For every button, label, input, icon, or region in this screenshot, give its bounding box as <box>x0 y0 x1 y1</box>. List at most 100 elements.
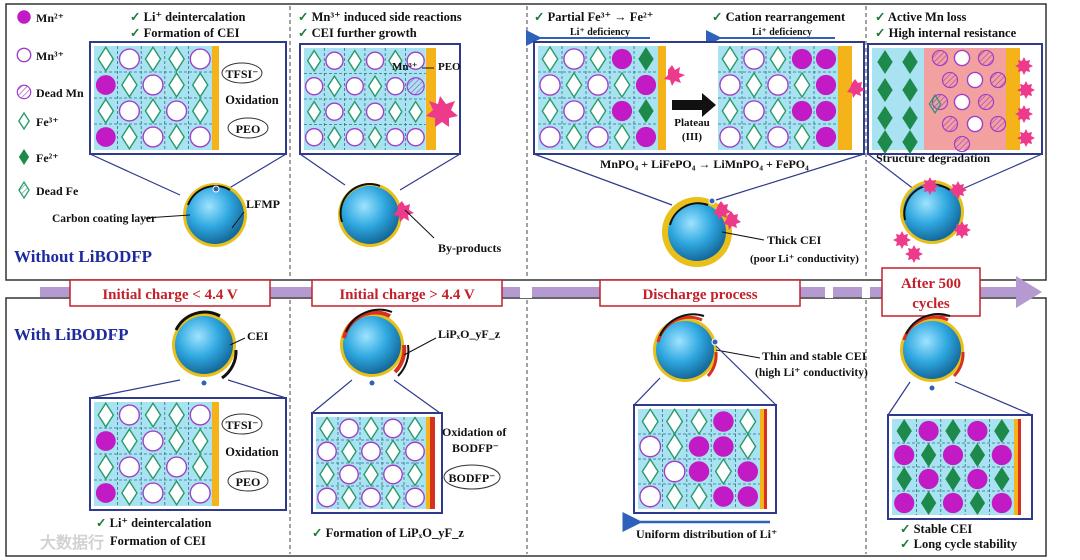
mn2-ion-icon <box>95 75 116 95</box>
mn2-ion-icon <box>611 100 633 122</box>
time-arrow-gap-3 <box>862 286 870 298</box>
fe3-ion-icon <box>121 479 138 507</box>
check-icon: ✓ <box>298 10 312 24</box>
svg-text:Oxidation of: Oxidation of <box>442 425 507 439</box>
fe2-ion-icon <box>877 130 893 154</box>
fe3-ion-icon <box>589 45 607 73</box>
mn2-ion-icon <box>713 411 734 432</box>
svg-text:Structure degradation: Structure degradation <box>876 151 990 165</box>
mn3-ion-icon <box>587 126 609 148</box>
plateau-arrow <box>672 100 704 110</box>
fe3-ion-icon <box>168 71 185 99</box>
bottom-panel-4: ✓ Stable CEI ✓ Long cycle stability <box>887 313 1033 551</box>
mn2-ion-icon <box>942 492 964 514</box>
mn3-ion-icon <box>339 464 359 485</box>
mn3-ion-icon <box>142 430 164 452</box>
mn3-ion-icon <box>345 128 364 147</box>
check-icon: ✓ <box>298 26 312 40</box>
mn3-ion-icon <box>361 441 381 462</box>
svg-text:✓ Formation of LiPₓO_yF_z: ✓ Formation of LiPₓO_yF_z <box>312 526 464 540</box>
fe3-ion-icon <box>721 45 739 73</box>
mn2-ion-icon <box>635 126 657 148</box>
fe3-ion-icon <box>367 74 383 98</box>
stage-label-2: Initial charge > 4.4 V <box>311 279 503 307</box>
fe2-ion-icon <box>969 443 986 467</box>
fe2-ion-icon <box>18 149 30 165</box>
fe3-ion-icon <box>407 416 423 441</box>
mn3-ion-icon <box>563 48 585 70</box>
mn2-ion-icon <box>791 100 813 122</box>
mn2-ion-icon <box>95 483 116 503</box>
check-icon: ✓ <box>130 10 144 24</box>
check-icon: ✓ <box>900 537 914 551</box>
fe3-ion-icon <box>739 433 757 460</box>
mn2-ion-icon <box>95 431 116 451</box>
fe3-ion-icon <box>388 100 403 124</box>
burst-icon <box>1017 129 1035 147</box>
mn2-ion-icon <box>991 444 1012 466</box>
mn3-ion-icon <box>639 485 662 508</box>
svg-text:PEO: PEO <box>236 122 261 136</box>
fe3-ion-icon <box>191 97 209 125</box>
fe3-ion-icon <box>306 49 322 73</box>
fe3-ion-icon <box>97 401 115 429</box>
fe3-ion-icon <box>613 71 631 99</box>
fe3-ion-icon <box>191 427 209 455</box>
check-icon: ✓ <box>875 26 889 40</box>
fe3-ion-icon <box>191 71 209 99</box>
svg-text:✓ Li⁺ deintercalation: ✓ Li⁺ deintercalation <box>130 10 246 24</box>
svg-text:Mn³⁺: Mn³⁺ <box>392 61 418 73</box>
mn3-ion-icon <box>743 48 765 70</box>
fe3-ion-icon <box>144 401 162 429</box>
legend-label-fe3: Fe³⁺ <box>36 115 59 129</box>
fe3-ion-icon <box>121 427 138 455</box>
svg-text:TFSI⁻: TFSI⁻ <box>225 67 258 81</box>
svg-text:LFMP: LFMP <box>246 197 280 211</box>
fe3-ion-icon <box>144 45 162 73</box>
svg-text:BODFP⁻: BODFP⁻ <box>449 471 496 485</box>
fe3-ion-icon <box>306 100 322 124</box>
mn3-ion-icon <box>406 128 425 147</box>
fe3-ion-icon <box>97 453 115 481</box>
mn3-ion-icon <box>953 93 971 111</box>
mn2-ion-icon <box>815 48 837 70</box>
svg-text:Plateau: Plateau <box>674 117 709 129</box>
mn3-ion-icon <box>966 71 984 89</box>
mn3-ion-icon <box>189 482 211 504</box>
particle <box>175 316 233 374</box>
mn3-ion-icon <box>189 48 211 70</box>
mn3-ion-icon <box>743 100 765 122</box>
fe2-ion-icon <box>902 50 918 74</box>
fe3-ion-icon <box>565 71 583 99</box>
fe3-ion-icon <box>367 125 383 149</box>
fe2-ion-icon <box>945 467 961 491</box>
svg-text:After 500: After 500 <box>901 276 961 292</box>
fe3-ion-icon <box>745 71 763 99</box>
mn2-ion-icon <box>815 100 837 122</box>
fe2-ion-icon <box>877 106 893 130</box>
fe2-ion-icon <box>638 99 654 123</box>
burst-icon <box>393 201 414 222</box>
fe2-ion-icon <box>877 78 893 102</box>
dead-mn-icon <box>953 135 971 153</box>
fe3-ion-icon <box>191 453 209 481</box>
mn3-ion-icon <box>405 441 425 462</box>
mn3-ion-icon <box>767 126 789 148</box>
fe3-ion-icon <box>745 123 763 151</box>
svg-text:Oxidation: Oxidation <box>225 445 279 459</box>
burst-icon <box>949 181 967 199</box>
fe3-ion-icon <box>408 100 423 124</box>
mn3-ion-icon <box>405 487 425 508</box>
mn3-ion-icon <box>719 74 741 96</box>
mn3-ion-icon <box>663 460 686 483</box>
mn3-ion-icon <box>189 126 211 148</box>
svg-text:✓ Formation of CEI: ✓ Formation of CEI <box>130 26 240 40</box>
fe3-ion-icon <box>541 45 559 73</box>
time-arrow-head <box>1016 276 1042 308</box>
svg-text:✓ Li⁺ deintercalation: ✓ Li⁺ deintercalation <box>96 516 212 530</box>
fe3-ion-icon <box>319 462 335 487</box>
svg-text:Discharge process: Discharge process <box>642 287 757 303</box>
legend-label-dead_mn: Dead Mn <box>36 86 84 100</box>
mn3-ion-icon <box>345 77 364 96</box>
